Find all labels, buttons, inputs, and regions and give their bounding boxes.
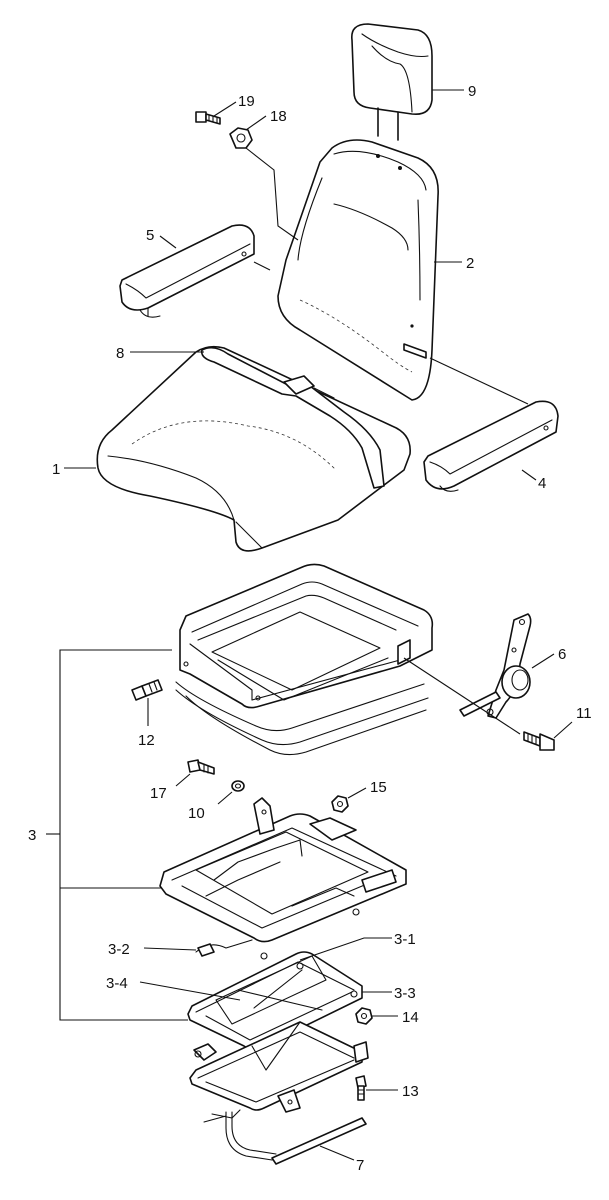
label-19: 19: [238, 93, 255, 110]
leader-18-to-backrest: [245, 147, 299, 241]
label-3-3: 3-3: [394, 985, 416, 1002]
label-3: 3: [28, 827, 36, 844]
bracket-3: [59, 649, 188, 1021]
leader-15: [347, 787, 367, 799]
collar-18: [229, 127, 253, 149]
label-6: 6: [558, 646, 566, 663]
bolt-19: [195, 111, 221, 125]
leader-7: [319, 1145, 355, 1161]
label-14: 14: [402, 1009, 419, 1026]
label-18: 18: [270, 108, 287, 125]
leader-18: [245, 115, 267, 131]
leader-6: [531, 653, 555, 669]
leader-3-2: [143, 947, 197, 951]
armrest-left: [119, 224, 255, 318]
label-3-1: 3-1: [394, 931, 416, 948]
seat-belt: [200, 346, 385, 489]
bolt-12: [131, 679, 163, 701]
recline-lever: [459, 613, 532, 719]
bolt-17: [187, 759, 215, 775]
label-4: 4: [538, 475, 546, 492]
leader-10: [217, 791, 233, 805]
label-17: 17: [150, 785, 167, 802]
label-11: 11: [576, 705, 592, 722]
nut-15: [331, 795, 349, 813]
leader-3-4: [139, 981, 241, 1001]
leader-5-stud: [253, 261, 271, 271]
headrest: [351, 23, 433, 141]
leader-3-1: [299, 937, 392, 961]
label-7: 7: [356, 1157, 364, 1174]
suspension-top-frame: [175, 563, 434, 756]
label-12: 12: [138, 732, 155, 749]
leader-17: [175, 773, 191, 787]
leader-4: [521, 469, 537, 481]
nut-14: [355, 1007, 373, 1025]
bolt-13: [355, 1075, 367, 1101]
label-5: 5: [146, 227, 154, 244]
label-3-2: 3-2: [108, 941, 130, 958]
slide-rod-7: [203, 1111, 367, 1165]
bolt-11: [523, 731, 555, 751]
label-1: 1: [52, 461, 60, 478]
label-15: 15: [370, 779, 387, 796]
leader-19: [213, 101, 237, 117]
slide-frame: [159, 797, 407, 960]
washer-10: [231, 780, 245, 792]
scissor-mechanism: [187, 951, 369, 1119]
leader-6-to-frame: [403, 657, 521, 735]
leader-4-pivot: [429, 357, 529, 405]
label-10: 10: [188, 805, 205, 822]
cable-3-2: [195, 939, 253, 957]
label-9: 9: [468, 83, 476, 100]
label-2: 2: [466, 255, 474, 272]
leader-11: [553, 721, 573, 739]
backrest: [277, 139, 439, 401]
label-13: 13: [402, 1083, 419, 1100]
label-8: 8: [116, 345, 124, 362]
leader-5: [159, 235, 177, 249]
label-3-4: 3-4: [106, 975, 128, 992]
armrest-right: [423, 400, 559, 492]
